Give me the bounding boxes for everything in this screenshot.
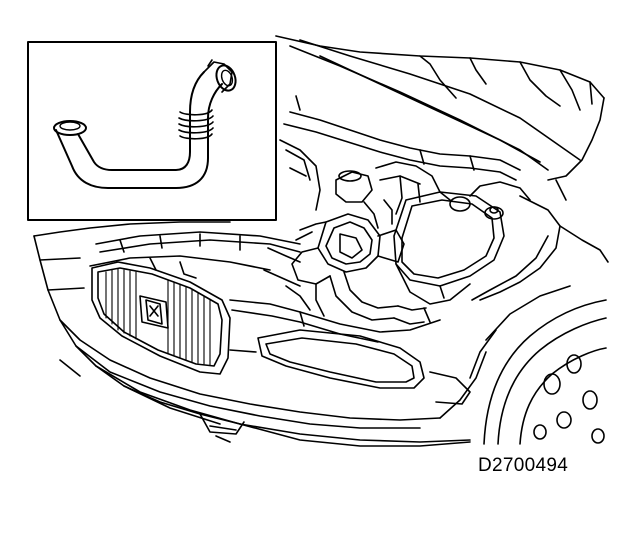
engine-bay bbox=[89, 95, 531, 343]
front-wheel bbox=[469, 285, 607, 445]
open-hood bbox=[275, 35, 605, 201]
front-bumper bbox=[59, 319, 471, 443]
left-fender bbox=[33, 221, 241, 425]
right-fender bbox=[439, 195, 609, 419]
grille bbox=[91, 261, 231, 375]
figure-code-label: D2700494 bbox=[478, 455, 569, 476]
headlight bbox=[229, 329, 471, 405]
lower-body bbox=[215, 423, 471, 447]
hose-detail-inset bbox=[27, 41, 277, 221]
